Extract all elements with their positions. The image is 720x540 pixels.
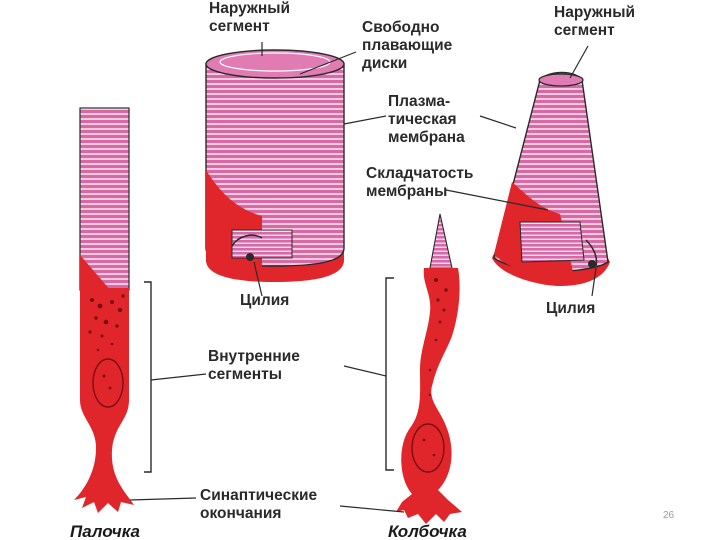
label-free-floating-disks: Свободно плавающие диски xyxy=(362,19,452,73)
cone-inner-segment xyxy=(396,268,462,524)
cone-detail-top-disk xyxy=(539,74,583,86)
label-inner-segments: Внутренние сегменты xyxy=(208,348,300,384)
label-cilium-right: Цилия xyxy=(546,300,595,318)
cone-outer-segment-detail xyxy=(492,73,610,287)
cone-nucleus xyxy=(412,424,444,472)
cone-outer-segment xyxy=(430,214,452,268)
label-membrane-folds: Складчатость мембраны xyxy=(366,165,473,201)
cone-detail-basal-body xyxy=(588,260,596,268)
label-outer-segment-left: Наружный сегмент xyxy=(209,0,290,36)
label-outer-segment-right: Наружный сегмент xyxy=(554,4,635,40)
rod-detail-folds xyxy=(232,230,292,258)
rod-detail-basal-body xyxy=(246,253,254,261)
rod-cell xyxy=(74,108,134,513)
bracket-right xyxy=(386,278,394,470)
rod-detail-top-disk xyxy=(206,50,344,78)
rod-outer-segment xyxy=(80,108,129,290)
page-number: 26 xyxy=(663,510,674,521)
caption-rod: Палочка xyxy=(70,522,140,540)
rod-nucleus xyxy=(93,359,123,407)
label-cilium-left: Цилия xyxy=(240,292,289,310)
caption-cone: Колбочка xyxy=(388,522,467,540)
bracket-left xyxy=(144,282,151,472)
rod-outer-segment-detail xyxy=(206,50,344,282)
cone-detail-folds xyxy=(520,222,584,262)
label-plasma-membrane: Плазма- тическая мембрана xyxy=(388,93,465,147)
cone-cell xyxy=(396,214,462,524)
label-synaptic-endings: Синаптические окончания xyxy=(200,487,317,523)
